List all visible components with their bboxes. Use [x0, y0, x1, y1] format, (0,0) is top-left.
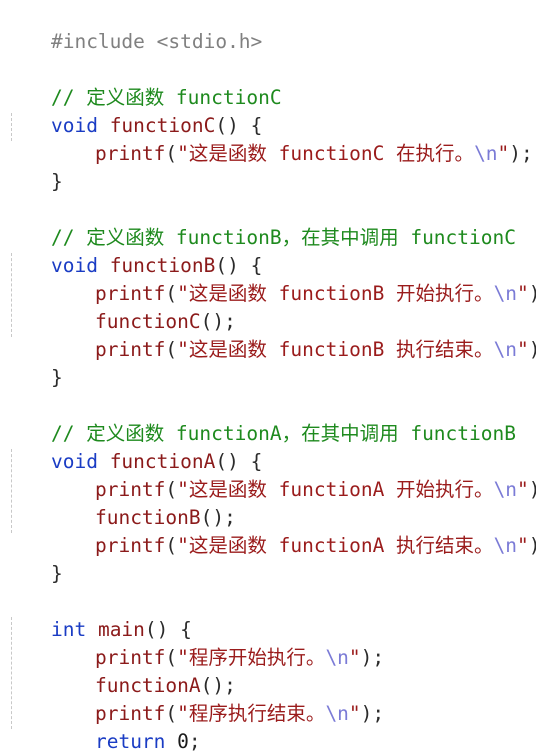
code-line-close-brace: }	[4, 726, 63, 754]
code-line-printf: printf("程序开始执行。\n");	[94, 646, 385, 669]
code-line-printf: printf("这是函数 functionB 执行结束。\n");	[94, 338, 536, 361]
escape-sequence: \n	[325, 646, 349, 669]
code-line-comment-a: // 定义函数 functionA，在其中调用 functionB	[4, 392, 516, 445]
code-line-printf: printf("这是函数 functionC 在执行。\n");	[94, 142, 533, 165]
function-call: functionA	[94, 674, 201, 697]
code-line-def-main: int main() {	[50, 618, 192, 641]
comment: // 定义函数 functionC	[50, 86, 282, 109]
string-literal: 这是函数 functionB 执行结束。	[188, 338, 494, 361]
escape-sequence: \n	[493, 534, 518, 557]
indent-guide	[11, 253, 12, 337]
code-line-return: return 0;	[94, 730, 201, 753]
escape-sequence: \n	[493, 478, 518, 501]
printf-call: printf	[94, 478, 166, 501]
code-line-printf: printf("程序执行结束。\n");	[94, 702, 385, 725]
printf-call: printf	[94, 282, 166, 305]
code-line-printf: printf("这是函数 functionB 开始执行。\n");	[94, 282, 536, 305]
escape-sequence: \n	[493, 338, 518, 361]
keyword-void: void	[50, 114, 98, 137]
printf-call: printf	[94, 338, 166, 361]
code-line-call-a: functionA();	[94, 674, 236, 697]
function-name: functionB	[109, 254, 216, 277]
keyword-return: return	[94, 730, 166, 753]
code-line-def-b: void functionB() {	[50, 254, 263, 277]
code-line-close-brace: }	[50, 562, 63, 585]
escape-sequence: \n	[325, 702, 349, 725]
keyword-void: void	[50, 450, 98, 473]
function-name: main	[97, 618, 145, 641]
printf-call: printf	[94, 534, 166, 557]
code-line-call-c: functionC();	[94, 310, 236, 333]
keyword-int: int	[50, 618, 87, 641]
string-literal: 这是函数 functionC 在执行。	[188, 142, 475, 165]
code-line-printf: printf("这是函数 functionA 执行结束。\n");	[94, 534, 536, 557]
code-line-close-brace: }	[50, 170, 63, 193]
function-name: functionC	[109, 114, 216, 137]
code-line-close-brace: }	[50, 366, 63, 389]
indent-guide	[11, 113, 12, 141]
code-line-comment-c: // 定义函数 functionC	[4, 56, 282, 109]
function-call: functionC	[94, 310, 201, 333]
comment: // 定义函数 functionA，在其中调用 functionB	[50, 422, 516, 445]
code-line-def-a: void functionA() {	[50, 450, 263, 473]
preprocessor-include: #include <stdio.h>	[50, 30, 263, 53]
indent-guide	[11, 617, 12, 729]
function-name: functionA	[109, 450, 216, 473]
number-literal: 0	[177, 730, 189, 753]
printf-call: printf	[94, 702, 166, 725]
code-line-include: #include <stdio.h>	[4, 0, 262, 53]
string-literal: 程序执行结束。	[188, 702, 326, 725]
code-line-def-c: void functionC() {	[50, 114, 263, 137]
printf-call: printf	[94, 142, 166, 165]
string-literal: 这是函数 functionA 执行结束。	[188, 534, 494, 557]
code-line-printf: printf("这是函数 functionA 开始执行。\n");	[94, 478, 536, 501]
string-literal: 程序开始执行。	[188, 646, 326, 669]
keyword-void: void	[50, 254, 98, 277]
indent-guide	[11, 449, 12, 533]
code-line-call-b: functionB();	[94, 506, 236, 529]
comment: // 定义函数 functionB，在其中调用 functionC	[50, 226, 516, 249]
string-literal: 这是函数 functionB 开始执行。	[188, 282, 494, 305]
function-call: functionB	[94, 506, 201, 529]
escape-sequence: \n	[474, 142, 498, 165]
printf-call: printf	[94, 646, 166, 669]
code-line-comment-b: // 定义函数 functionB，在其中调用 functionC	[4, 196, 516, 249]
string-literal: 这是函数 functionA 开始执行。	[188, 478, 494, 501]
escape-sequence: \n	[493, 282, 518, 305]
